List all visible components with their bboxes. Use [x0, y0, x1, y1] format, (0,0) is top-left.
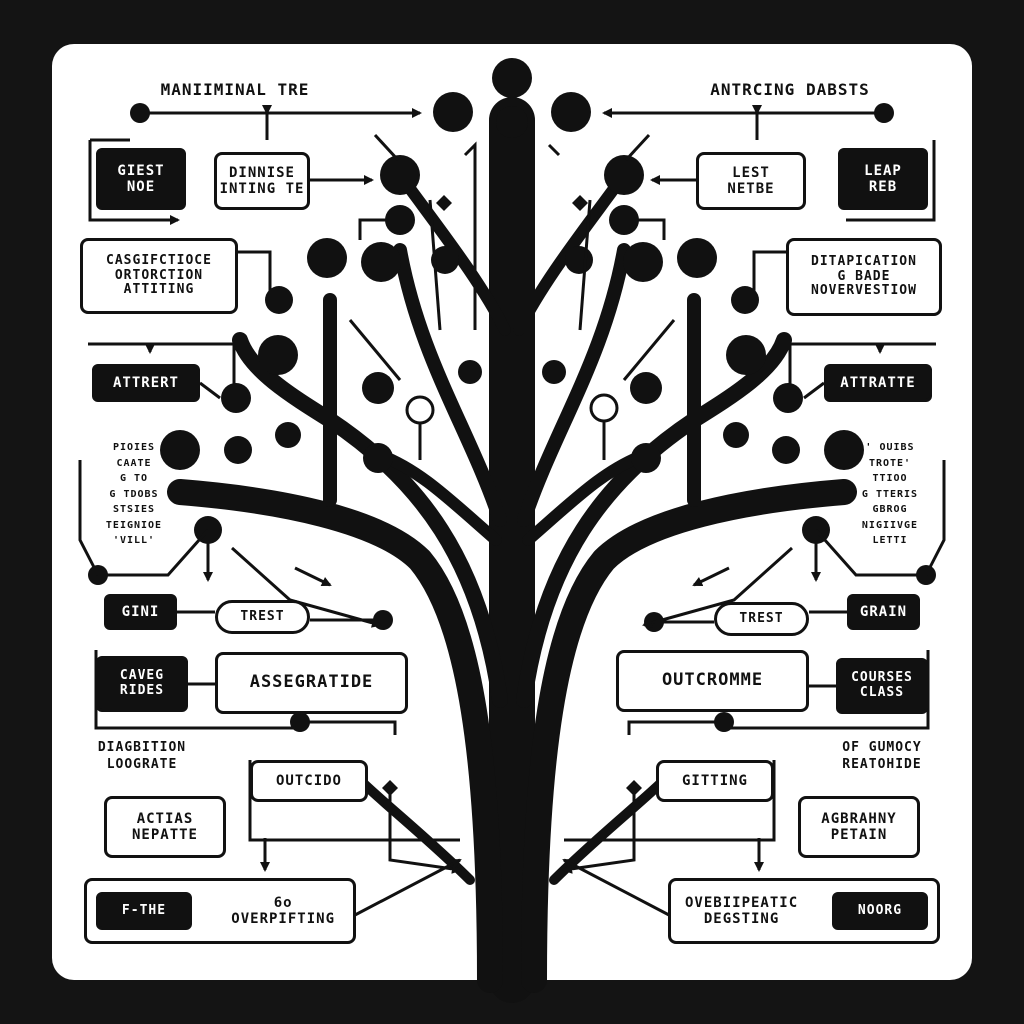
node [726, 335, 766, 375]
node [258, 335, 298, 375]
left-small-text: PIOIES CAATE G TO G TDOBS STSIES TEIGNIO… [105, 442, 163, 546]
node-actias[interactable]: ACTIAS NEPATTE [104, 796, 226, 858]
node [160, 430, 200, 470]
node-attrert[interactable]: ATTRERT [92, 364, 200, 402]
node [275, 422, 301, 448]
node [363, 443, 393, 473]
label-ofgumory: OF GUMOCY REATOHIDE [842, 740, 922, 772]
node [307, 238, 347, 278]
node-casgifctioce[interactable]: CASGIFCTIOCE ORTORCTION ATTITING [80, 238, 238, 314]
node [772, 436, 800, 464]
connectors [78, 105, 946, 917]
node [492, 58, 532, 98]
tree-nodes [88, 58, 936, 732]
node-lest[interactable]: LEST NETBE [696, 152, 806, 210]
node [458, 360, 482, 384]
node-gitting[interactable]: GITTING [656, 760, 774, 802]
node [677, 238, 717, 278]
node [433, 92, 473, 132]
node-ditapication[interactable]: DITAPICATION G BADE NOVERVESTIOW [786, 238, 942, 316]
node-gini[interactable]: GINI [104, 594, 177, 630]
node-trest-left[interactable]: TREST [215, 600, 310, 634]
node [723, 422, 749, 448]
title-right: ANTRCING DABSTS [710, 80, 870, 99]
node-leap[interactable]: LEAP REB [838, 148, 928, 210]
node [380, 155, 420, 195]
node-assegratide[interactable]: ASSEGRATIDE [215, 652, 408, 714]
node [362, 372, 394, 404]
node-outcido[interactable]: OUTCIDO [250, 760, 368, 802]
node [224, 436, 252, 464]
node-cavegrides[interactable]: CAVEG RIDES [96, 656, 188, 712]
node-noorg[interactable]: NOORG [832, 892, 928, 930]
hollow-nodes [405, 393, 619, 425]
label-diagbition: DIAGBITION LOOGRATE [97, 740, 187, 772]
node-hollow [589, 393, 619, 423]
node-dinnise[interactable]: DINNISE INTING TE [214, 152, 310, 210]
node-giest[interactable]: GIEST NOE [96, 148, 186, 210]
node-agbrahny[interactable]: AGBRAHNY PETAIN [798, 796, 920, 858]
diamond-markers [382, 195, 642, 796]
node [604, 155, 644, 195]
right-small-text: ' OUIBS TROTE' TTIOO G TTERIS GBROG NIGI… [861, 442, 919, 546]
title-left: MANIIMINAL TRE [160, 80, 310, 99]
node [265, 286, 293, 314]
node [542, 360, 566, 384]
node [731, 286, 759, 314]
node [773, 383, 803, 413]
node [623, 242, 663, 282]
node-hollow [405, 395, 435, 425]
node-attratte[interactable]: ATTRATTE [824, 364, 932, 402]
node [824, 430, 864, 470]
node-overpifting-label: 6o OVERPIFTING [231, 894, 335, 927]
node-trest-right[interactable]: TREST [714, 602, 809, 636]
node [630, 372, 662, 404]
node-ovebiipeatic-label: OVEBIIPEATIC DEGSTING [685, 894, 799, 927]
node-fthe[interactable]: F-THE [96, 892, 192, 930]
node-grain[interactable]: GRAIN [847, 594, 920, 630]
node [496, 106, 528, 138]
node-coursesclass[interactable]: COURSES CLASS [836, 658, 928, 714]
node [221, 383, 251, 413]
node [361, 242, 401, 282]
node [431, 246, 459, 274]
node [631, 443, 661, 473]
node [551, 92, 591, 132]
node-outcromme[interactable]: OUTCROMME [616, 650, 809, 712]
node [565, 246, 593, 274]
